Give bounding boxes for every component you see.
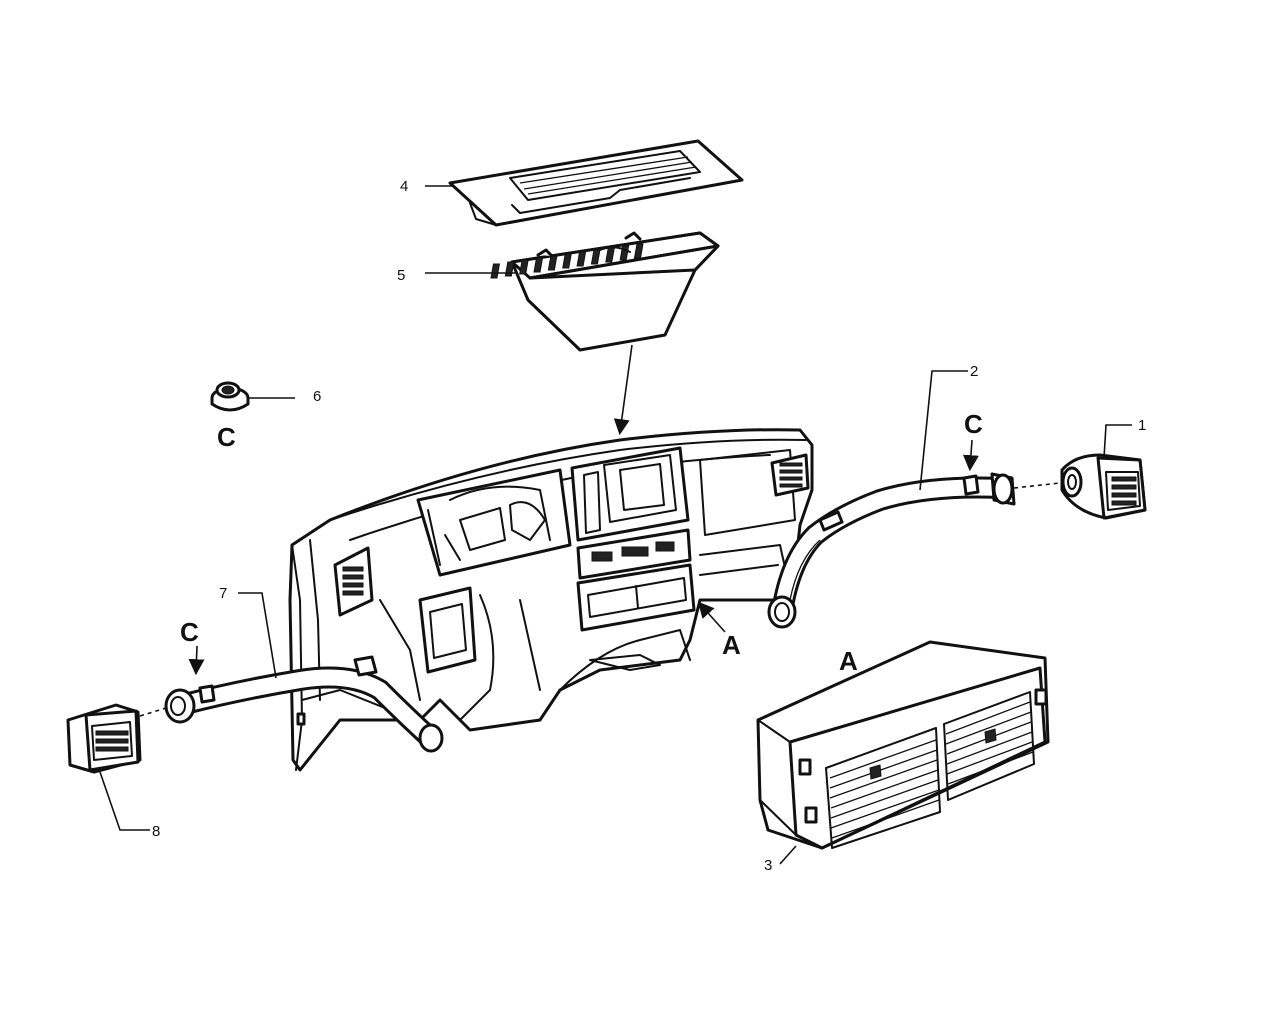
view-letter-c-small-vent: C <box>217 422 236 452</box>
grille-duct-housing <box>490 231 720 352</box>
callout-leaders <box>99 185 1132 865</box>
view-arrow-right-duct <box>962 439 979 472</box>
right-duct-hose <box>767 472 1016 629</box>
callout-1: 1 <box>1138 417 1146 434</box>
callout-3: 3 <box>764 857 772 874</box>
callout-2: 2 <box>970 363 978 380</box>
center-outlet-assembly <box>756 640 1050 850</box>
view-letter-a-detail: A <box>839 646 858 676</box>
install-arrow-duct <box>613 344 633 436</box>
left-duct-hose <box>164 655 444 753</box>
instrument-panel <box>288 428 814 772</box>
view-letter-c-left-duct: C <box>180 617 199 647</box>
view-letter-c-right-duct: C <box>964 409 983 439</box>
view-arrow-left-duct <box>188 645 205 676</box>
callout-7: 7 <box>219 585 227 602</box>
left-side-outlet <box>66 703 167 774</box>
callout-4: 4 <box>400 178 408 195</box>
callout-8: 8 <box>152 823 160 840</box>
top-grille-cover <box>448 139 744 227</box>
callout-5: 5 <box>397 267 405 284</box>
callout-6: 6 <box>313 388 321 405</box>
right-side-outlet <box>1013 453 1147 520</box>
view-letter-a-dash: A <box>722 630 741 660</box>
round-vent-nozzle <box>210 381 250 412</box>
view-arrow-dash <box>697 601 726 633</box>
